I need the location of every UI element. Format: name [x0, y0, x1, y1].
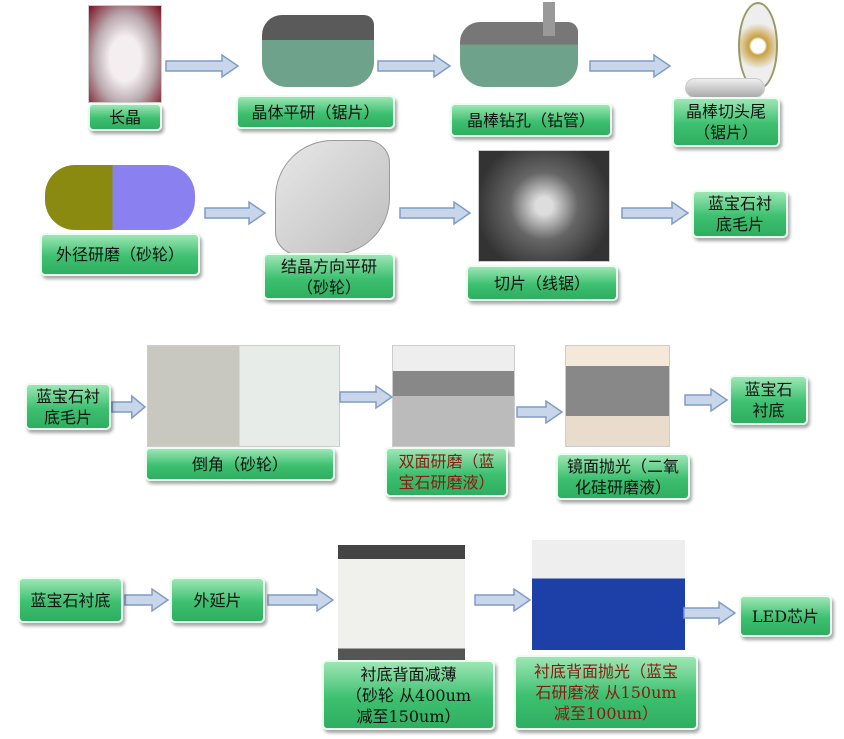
flow-arrow [399, 200, 472, 226]
step-orientation-flat: 结晶方向平研 （砂轮） [263, 253, 395, 300]
step-double-side-lapping: 双面研磨（蓝 宝石研磨液） [385, 447, 508, 497]
flow-arrow [683, 600, 737, 626]
step-crystal-coring: 晶棒钻孔（钻管） [450, 103, 612, 137]
flow-arrow [516, 399, 564, 425]
flow-arrow [124, 587, 170, 613]
step-crystal-growth: 长晶 [88, 103, 162, 131]
flow-arrow [111, 394, 147, 420]
double-side-lapping-image [392, 345, 515, 447]
cored-crystal-image [460, 22, 578, 87]
step-rod-end-cutting: 晶棒切头尾 （锯片） [672, 97, 780, 147]
step-chamfering: 倒角（砂轮） [145, 447, 335, 481]
step-od-grinding: 外径研磨（砂轮） [40, 233, 200, 276]
step-raw-wafer-2: 蓝宝石衬 底毛片 [25, 383, 111, 430]
step-wire-slicing: 切片（线锯） [466, 265, 618, 301]
flow-arrow [204, 200, 267, 226]
mirror-polishing-image [565, 345, 670, 447]
step-back-polishing: 衬底背面抛光（蓝宝 石研磨液 从150um 减至100um） [514, 655, 698, 730]
back-thinning-machine-image [338, 545, 465, 660]
flat-ground-crystal-image [262, 15, 374, 87]
crystal-boule-image [88, 5, 162, 103]
flow-arrow [339, 384, 394, 410]
step-mirror-polishing: 镜面抛光（二氧 化硅研磨液） [556, 453, 690, 500]
flow-arrow [589, 53, 672, 79]
core-drill-tube-image [543, 2, 555, 36]
flow-arrow [621, 200, 690, 226]
flow-arrow [684, 387, 729, 413]
step-raw-wafer: 蓝宝石衬 底毛片 [692, 190, 788, 238]
step-sapphire-substrate-2: 蓝宝石衬底 [18, 577, 123, 623]
chamfering-wheel-image [147, 345, 340, 447]
flow-arrow [267, 587, 335, 613]
step-sapphire-substrate: 蓝宝石 衬底 [729, 375, 808, 425]
saw-blade-image [738, 2, 778, 90]
flow-arrow [474, 587, 532, 613]
outer-diameter-grinding-image [45, 165, 195, 230]
flow-arrow [377, 53, 452, 79]
flow-arrow [165, 53, 240, 79]
step-led-chip: LED芯片 [739, 595, 832, 637]
step-crystal-flat-grinding: 晶体平研（锯片） [236, 95, 395, 129]
wire-saw-image [478, 150, 610, 262]
step-back-thinning: 衬底背面减薄 （砂轮 从400um 减至150um） [322, 660, 495, 730]
back-polishing-machine-image [532, 540, 685, 650]
step-epitaxy: 外延片 [170, 577, 265, 623]
